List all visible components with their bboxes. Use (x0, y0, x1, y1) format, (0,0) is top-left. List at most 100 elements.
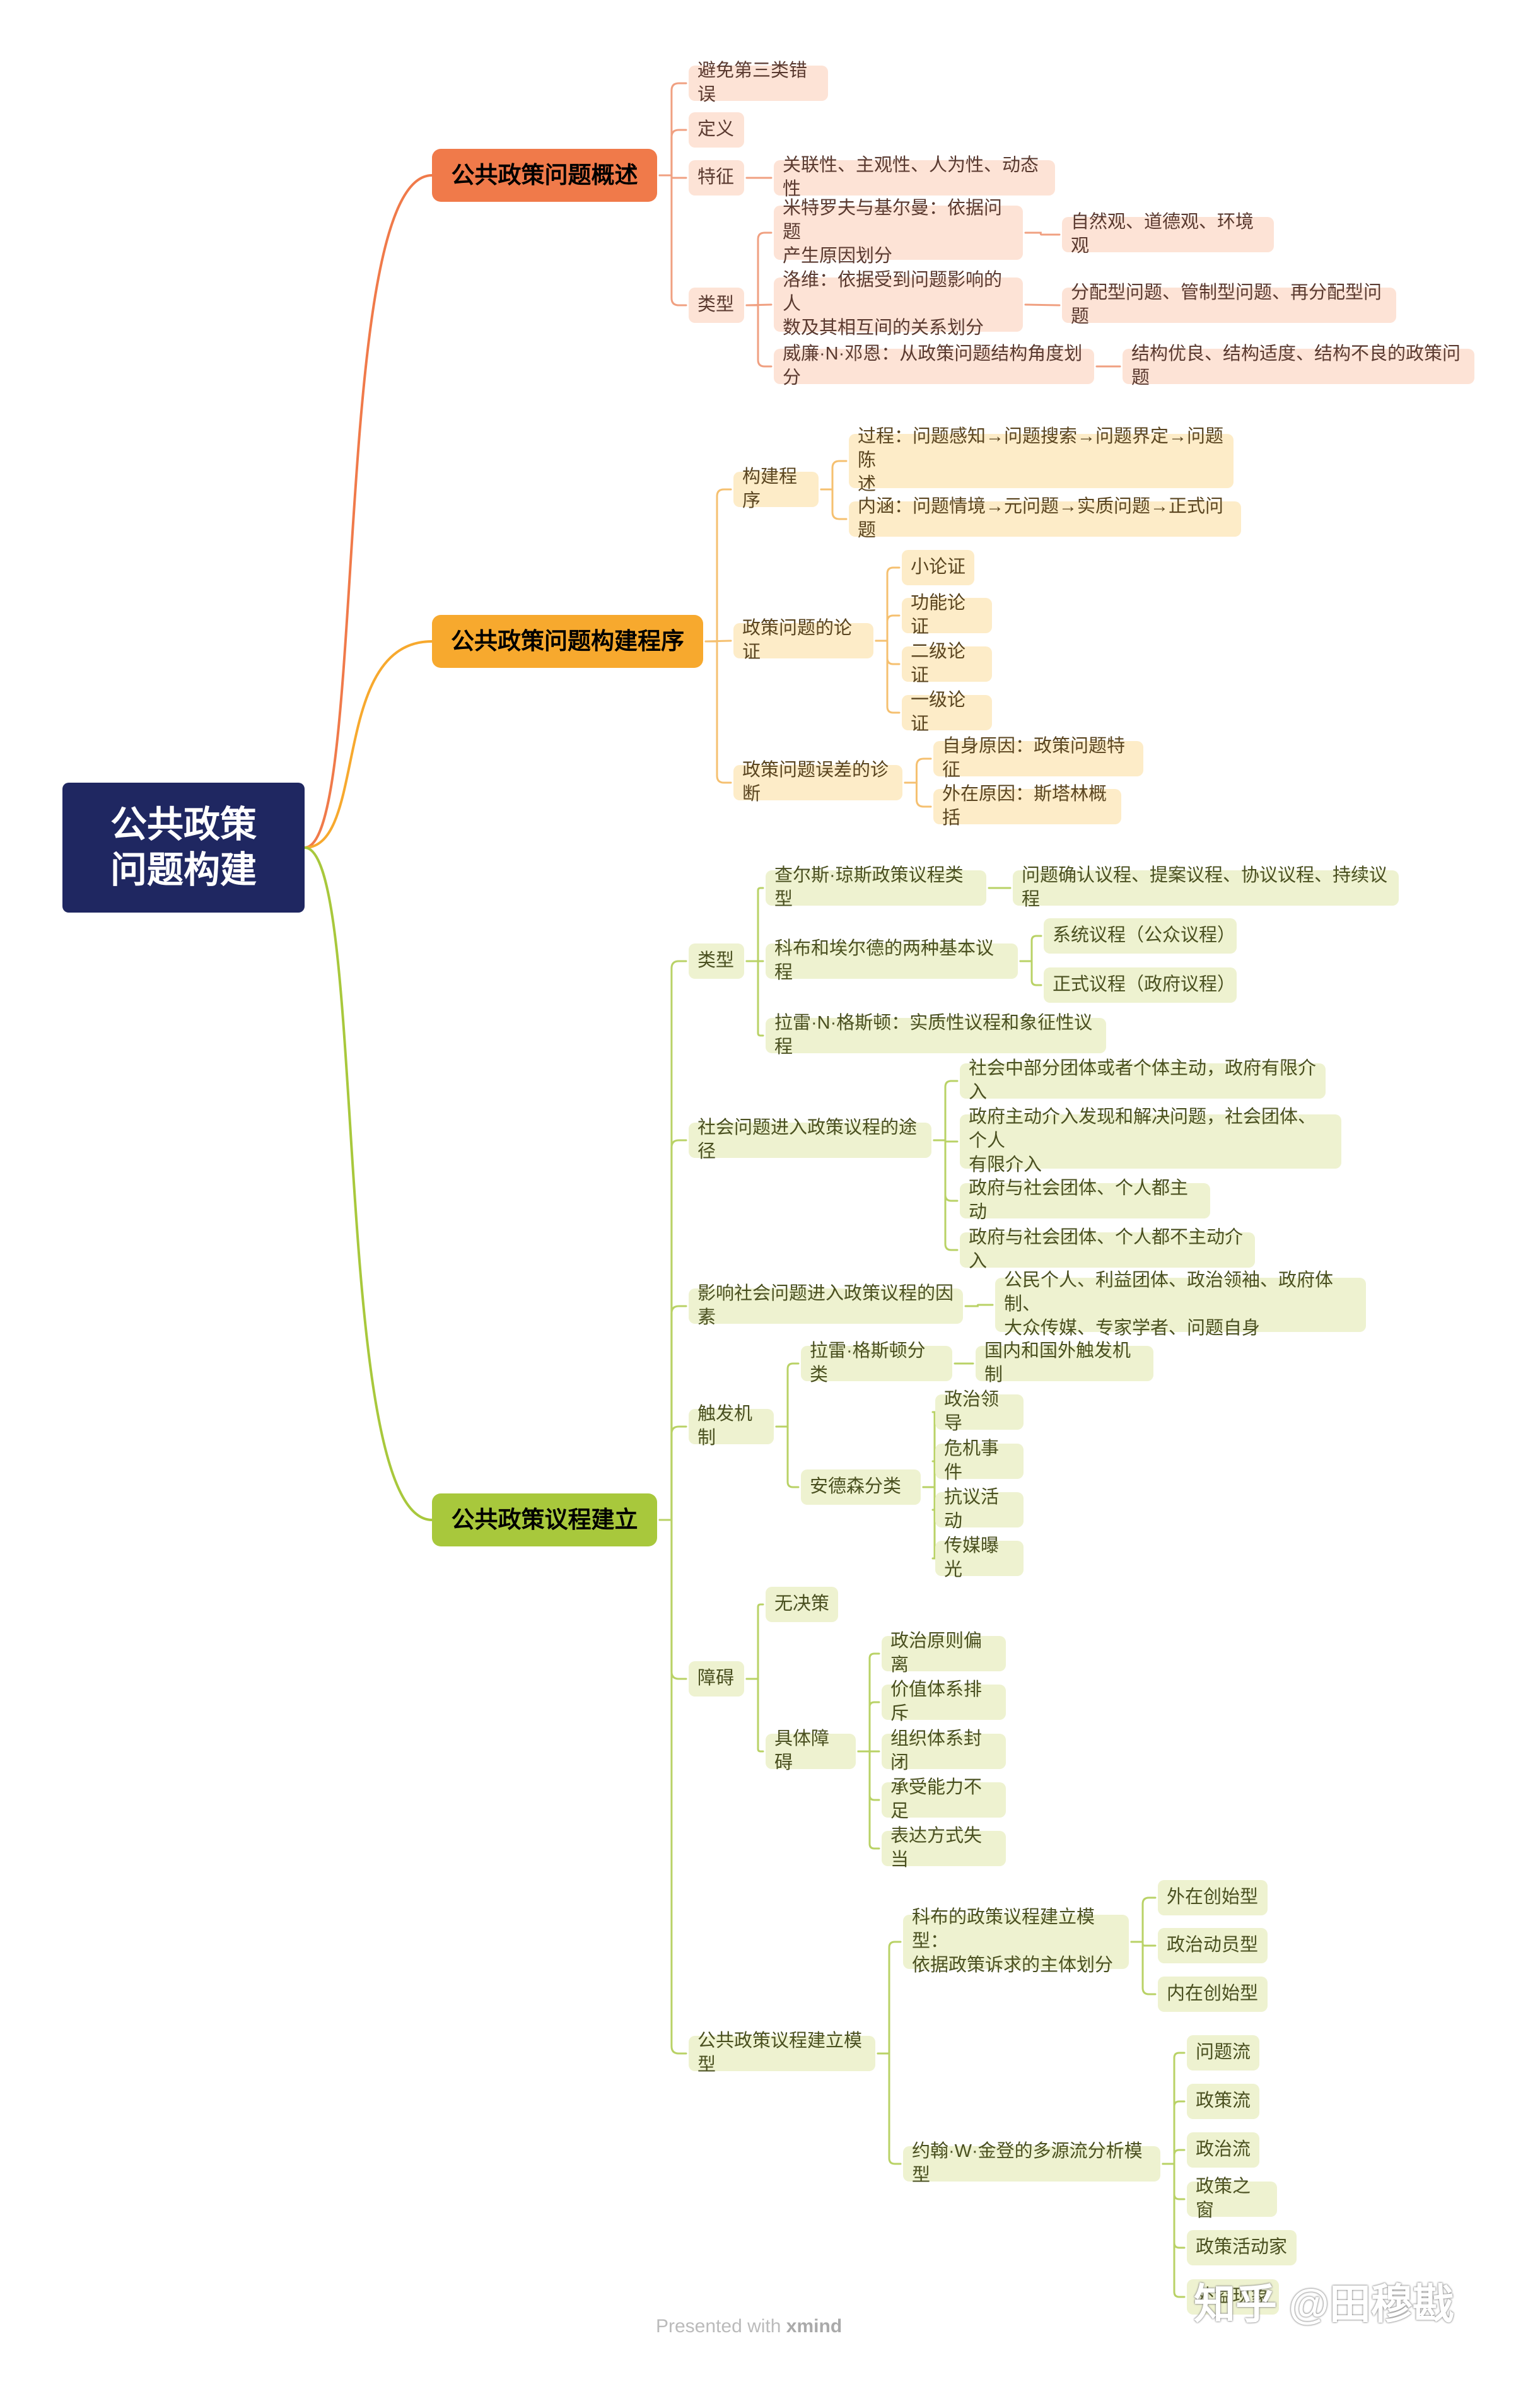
connector (775, 1362, 800, 1428)
subtopic[interactable]: 公共政策议程建立模型 (689, 2031, 875, 2075)
leaf-topic[interactable]: 外在原因：斯塔林概括 (933, 784, 1121, 828)
subtopic[interactable]: 科布的政策议程建立模型： 依据政策诉求的主体划分 (903, 1907, 1129, 1975)
branch-title[interactable]: 公共政策问题构建程序 (432, 615, 703, 668)
connector (658, 174, 687, 307)
leaf-topic[interactable]: 外在创始型 (1158, 1880, 1268, 1915)
footer-brand: xmind (786, 2316, 843, 2337)
connector (658, 960, 687, 1521)
subtopic[interactable]: 影响社会问题进入政策议程的因素 (689, 1283, 963, 1328)
connector (658, 1519, 687, 1680)
subtopic[interactable]: 具体障碍 (766, 1729, 856, 1773)
leaf-topic[interactable]: 自身原因：政策问题特征 (933, 736, 1143, 780)
subtopic[interactable]: 拉雷·格斯顿分类 (801, 1341, 952, 1385)
leaf-topic[interactable]: 政策流 (1187, 2084, 1259, 2119)
connector (820, 488, 848, 520)
leaf-topic[interactable]: 政府与社会团体、个人都不主动介入 (960, 1227, 1255, 1271)
watermark: 知乎 @田穆戡 (1194, 2281, 1454, 2327)
connector (922, 1411, 936, 1488)
leaf-topic[interactable]: 政府主动介入发现和解决问题，社会团体、个人 有限介入 (960, 1107, 1341, 1175)
subtopic[interactable]: 威廉·N·邓恩：从政策问题结构角度划分 (774, 344, 1094, 388)
leaf-topic[interactable]: 正式议程（政府议程） (1044, 967, 1237, 1003)
leaf-topic[interactable]: 政策活动家 (1187, 2230, 1297, 2265)
connector (704, 488, 732, 643)
subtopic[interactable]: 政策问题的论证 (733, 618, 873, 662)
subtopic[interactable]: 查尔斯·琼斯政策议程类型 (766, 865, 986, 909)
connector (857, 1701, 880, 1753)
leaf-topic[interactable]: 价值体系排斥 (882, 1679, 1006, 1724)
leaf-topic[interactable]: 分配型问题、管制型问题、再分配型问题 (1062, 283, 1396, 327)
leaf-topic[interactable]: 社会中部分团体或者个体主动，政府有限介入 (960, 1058, 1326, 1102)
leaf-topic[interactable]: 危机事件 (935, 1439, 1024, 1483)
leaf-topic[interactable]: 拉雷·N·格斯顿：实质性议程和象征性议程 (766, 1013, 1106, 1057)
leaf-topic[interactable]: 公民个人、利益团体、政治领袖、政府体制、 大众传媒、专家学者、问题自身 (995, 1270, 1366, 1338)
connector (1130, 1941, 1157, 1995)
leaf-topic[interactable]: 系统议程（公众议程） (1044, 918, 1237, 954)
connector (1019, 935, 1042, 962)
connector (1162, 2149, 1186, 2165)
main-connector (304, 640, 433, 849)
footer: Presented with xmind (656, 2316, 842, 2337)
leaf-topic[interactable]: 问题确认议程、提案议程、协议议程、持续议程 (1013, 865, 1399, 909)
subtopic[interactable]: 洛维：依据受到问题影响的人 数及其相互间的关系划分 (774, 270, 1023, 338)
subtopic[interactable]: 科布和埃尔德的两种基本议程 (766, 938, 1018, 983)
connector (875, 614, 901, 642)
connector (904, 757, 932, 784)
subtopic[interactable]: 类型 (689, 288, 744, 323)
leaf-topic[interactable]: 小论证 (902, 550, 974, 585)
connector (857, 1652, 880, 1753)
subtopic[interactable]: 社会问题进入政策议程的途径 (689, 1118, 931, 1162)
connector (1024, 231, 1061, 236)
leaf-topic[interactable]: 外溢现象 (1187, 2279, 1279, 2315)
subtopic[interactable]: 障碍 (689, 1661, 744, 1697)
connector (658, 82, 687, 177)
leaf-topic[interactable]: 承受能力不足 (882, 1777, 1006, 1821)
leaf-topic[interactable]: 过程：问题感知→问题搜索→问题界定→问题陈 述 (849, 426, 1234, 494)
subtopic[interactable]: 政策问题误差的诊断 (733, 760, 902, 804)
connector (922, 1486, 936, 1560)
subtopic[interactable]: 特征 (689, 160, 744, 196)
leaf-topic[interactable]: 政府与社会团体、个人都主动 (960, 1178, 1210, 1222)
leaf-topic[interactable]: 二级论证 (902, 641, 992, 686)
leaf-topic[interactable]: 组织体系封闭 (882, 1729, 1006, 1773)
leaf-topic[interactable]: 结构优良、结构适度、结构不良的政策问题 (1123, 344, 1474, 388)
leaf-topic[interactable]: 问题流 (1187, 2035, 1259, 2071)
connector (877, 1941, 902, 2055)
branch-title[interactable]: 公共政策议程建立 (432, 1493, 657, 1546)
leaf-topic[interactable]: 政治动员型 (1158, 1928, 1268, 1963)
leaf-topic[interactable]: 关联性、主观性、人为性、动态性 (774, 155, 1055, 199)
leaf-topic[interactable]: 抗议活动 (935, 1487, 1024, 1531)
leaf-topic[interactable]: 政治原则偏离 (882, 1631, 1006, 1675)
subtopic[interactable]: 米特罗夫与基尔曼：依据问题 产生原因划分 (774, 198, 1023, 266)
leaf-topic[interactable]: 内在创始型 (1158, 1977, 1268, 2012)
leaf-topic[interactable]: 避免第三类错误 (689, 61, 828, 105)
leaf-topic[interactable]: 政治流 (1187, 2132, 1259, 2168)
connector (857, 1750, 880, 1850)
leaf-topic[interactable]: 定义 (689, 112, 744, 148)
connector (964, 1304, 994, 1307)
leaf-topic[interactable]: 自然观、道德观、环境观 (1062, 212, 1274, 256)
leaf-topic[interactable]: 传媒曝光 (935, 1536, 1024, 1580)
connector (922, 1460, 936, 1488)
connector (658, 129, 687, 177)
connector (704, 640, 732, 784)
subtopic[interactable]: 触发机制 (689, 1404, 774, 1448)
leaf-topic[interactable]: 无决策 (766, 1587, 838, 1622)
leaf-topic[interactable]: 表达方式失当 (882, 1826, 1006, 1870)
leaf-topic[interactable]: 国内和国外触发机制 (976, 1341, 1153, 1385)
subtopic[interactable]: 类型 (689, 943, 744, 979)
leaf-topic[interactable]: 政策之窗 (1187, 2176, 1277, 2221)
subtopic[interactable]: 约翰·W·金登的多源流分析模型 (903, 2141, 1160, 2185)
connector (658, 1305, 687, 1521)
branch-title[interactable]: 公共政策问题概述 (432, 149, 657, 202)
connector (922, 1486, 936, 1511)
leaf-topic[interactable]: 政治领导 (935, 1389, 1024, 1434)
connector (1019, 960, 1042, 986)
subtopic[interactable]: 安德森分类 (801, 1469, 921, 1505)
connector (1162, 2052, 1186, 2165)
leaf-topic[interactable]: 一级论证 (902, 690, 992, 734)
leaf-topic[interactable]: 功能论证 (902, 593, 992, 637)
subtopic[interactable]: 构建程序 (733, 467, 819, 511)
connector (933, 1080, 959, 1142)
leaf-topic[interactable]: 内涵：问题情境→元问题→实质问题→正式问题 (849, 496, 1241, 540)
